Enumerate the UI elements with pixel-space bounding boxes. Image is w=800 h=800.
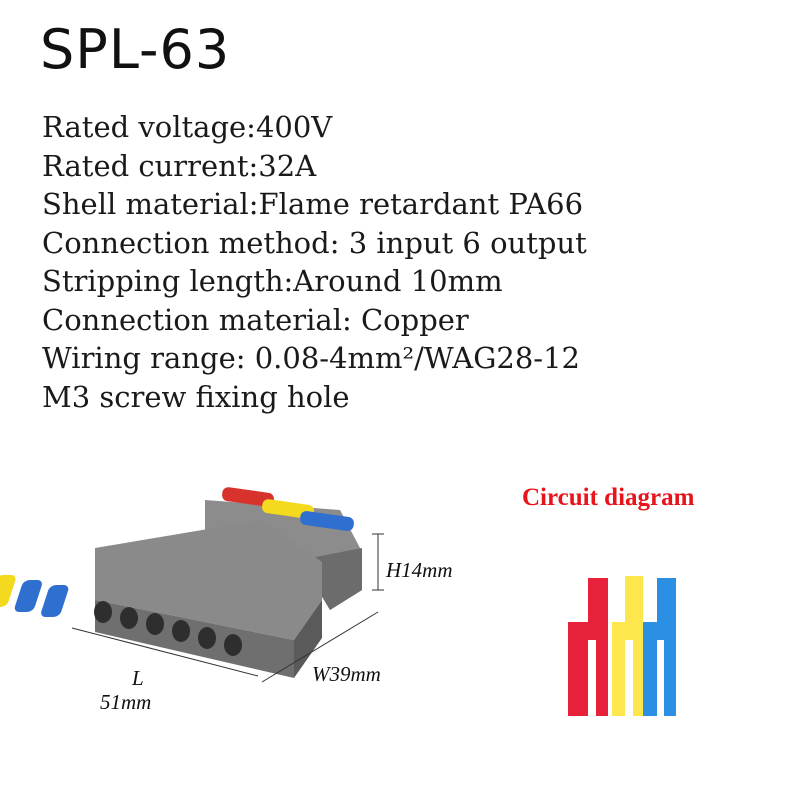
length-dimension-letter: L xyxy=(132,666,144,690)
circuit-diagram-title: Circuit diagram xyxy=(522,484,695,511)
spec-wiring-range: Wiring range: 0.08-4mm²/WAG28-12 xyxy=(42,341,581,375)
dimension-lines xyxy=(71,533,384,683)
circuit-yellow-conductor xyxy=(612,576,643,716)
width-dimension: W39mm xyxy=(312,662,381,686)
circuit-diagram xyxy=(568,576,676,716)
input-lever xyxy=(222,487,274,507)
output-lever xyxy=(0,575,16,607)
length-dimension-value: 51mm xyxy=(100,690,152,714)
spec-rated-current: Rated current:32A xyxy=(42,148,317,183)
spec-connection-material: Connection material: Copper xyxy=(42,302,469,337)
output-holes xyxy=(94,601,242,656)
input-lever xyxy=(300,511,354,531)
product-title: SPL-63 xyxy=(40,18,231,81)
spec-shell-material: Shell material:Flame retardant PA66 xyxy=(42,187,584,221)
spec-rated-voltage: Rated voltage:400V xyxy=(42,110,333,144)
spec-fixing-hole: M3 screw fixing hole xyxy=(42,379,350,414)
output-lever xyxy=(41,585,69,617)
spec-stripping-length: Stripping length:Around 10mm xyxy=(42,264,503,298)
circuit-blue-conductor xyxy=(643,578,676,716)
circuit-red-conductor xyxy=(568,578,608,716)
height-dimension: H14mm xyxy=(386,558,453,582)
spec-connection-method: Connection method: 3 input 6 output xyxy=(42,225,587,260)
input-lever xyxy=(262,499,314,519)
connector-front-body xyxy=(0,520,322,678)
output-lever xyxy=(14,580,42,612)
spec-list: Rated voltage:400V Rated current:32A She… xyxy=(42,108,782,416)
